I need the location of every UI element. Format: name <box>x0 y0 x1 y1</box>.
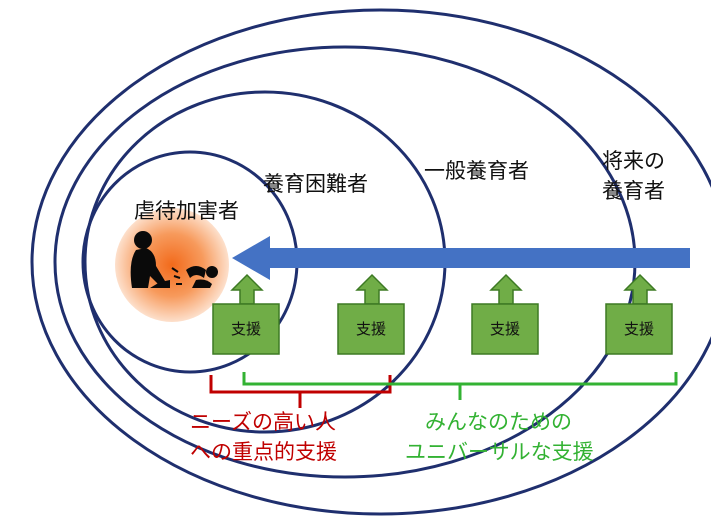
label-general-caregivers: 一般養育者 <box>424 159 529 183</box>
red-note-line1: ニーズの高い人 <box>190 410 336 434</box>
label-future-caregivers-line2: 養育者 <box>602 179 665 203</box>
support-box-label-4: 支援 <box>623 320 654 338</box>
up-arrow-3 <box>489 273 523 305</box>
green-note-line2: ユニバーサルな支援 <box>405 440 594 464</box>
kneeling-child-icon <box>130 231 218 288</box>
green-note-line1: みんなのための <box>425 410 572 434</box>
support-box-3 <box>471 303 539 355</box>
label-future-caregivers-line1: 将来の <box>602 149 665 173</box>
label-difficult-caregivers: 養育困難者 <box>263 172 368 196</box>
support-box-label-2: 支援 <box>355 320 386 338</box>
support-box-label-3: 支援 <box>489 320 520 338</box>
ring-future-caregivers <box>30 8 711 516</box>
up-arrow-1 <box>230 273 264 305</box>
support-box-label-1: 支援 <box>230 320 261 338</box>
support-box-4 <box>605 303 673 355</box>
red-note-line2: への重点的支援 <box>190 440 337 464</box>
big-arrow-shaft <box>266 248 690 268</box>
support-box-2 <box>337 303 405 355</box>
big-arrow-head <box>232 236 270 280</box>
support-box-1 <box>212 303 280 355</box>
label-abusers: 虐待加害者 <box>134 199 239 223</box>
up-arrow-2 <box>355 273 389 305</box>
green-bracket <box>242 372 678 386</box>
